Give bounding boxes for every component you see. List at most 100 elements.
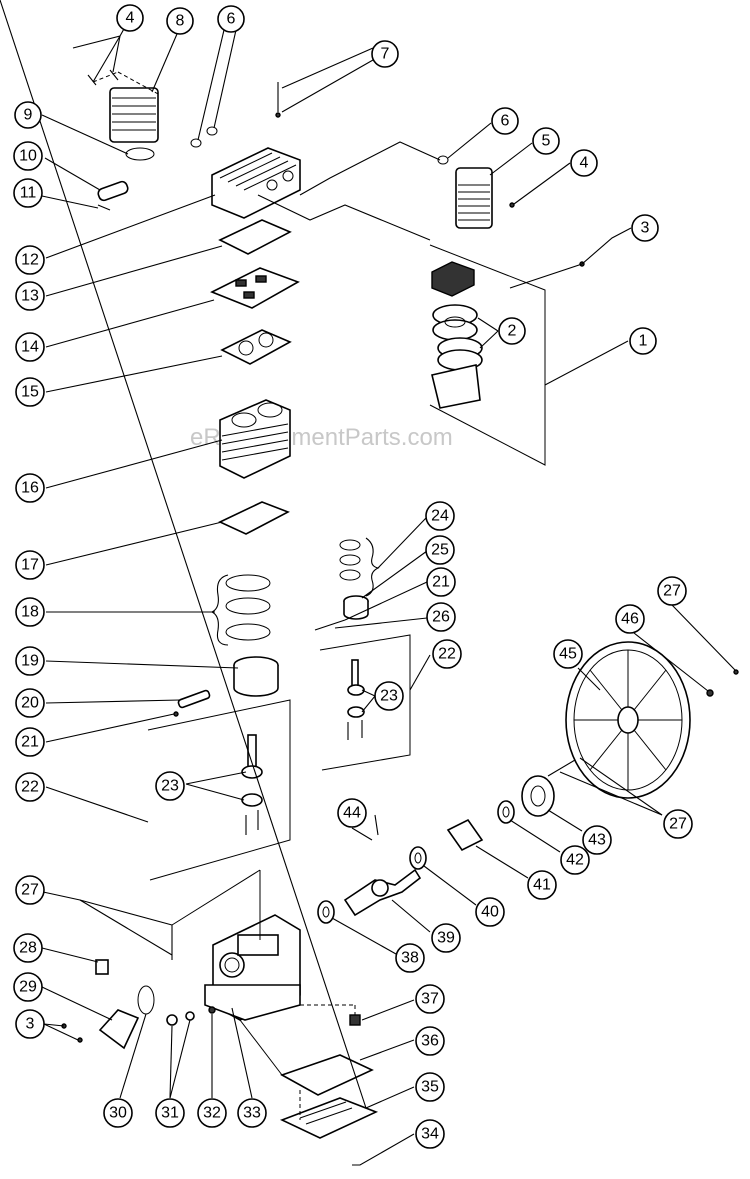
svg-text:22: 22 [21,779,39,796]
svg-text:3: 3 [26,1016,35,1033]
part-37-plug [349,1014,361,1026]
part-25-piston-right [343,595,369,620]
callout-33: 33 [237,1098,267,1128]
part-20-wrist-pin [177,689,211,709]
callout-39: 39 [431,923,461,953]
svg-text:27: 27 [669,816,687,833]
callout-9: 9 [14,101,42,129]
callout-6b: 6 [491,107,519,135]
part-23-connecting-rod-right [347,659,365,740]
callout-35: 35 [415,1072,445,1102]
svg-text:6: 6 [227,11,236,28]
callout-32: 32 [197,1098,227,1128]
svg-text:26: 26 [432,609,450,626]
part-9-oring [125,147,155,161]
callout-40: 40 [475,897,505,927]
part-23-connecting-rod-left [241,734,263,835]
svg-text:2: 2 [508,323,517,340]
svg-text:4: 4 [580,155,589,172]
part-45-flywheel [565,641,691,799]
part-13-gasket [218,219,292,255]
callout-23: 23 [155,771,185,801]
callout-36: 36 [415,1026,445,1056]
svg-text:4: 4 [126,10,135,27]
callout-44: 44 [337,798,367,828]
svg-text:35: 35 [421,1079,439,1096]
part-1-air-filter-assembly [431,261,483,409]
svg-text:29: 29 [19,979,37,996]
svg-text:3: 3 [641,220,650,237]
svg-text:27: 27 [663,583,681,600]
svg-text:37: 37 [421,991,439,1008]
svg-text:17: 17 [21,557,39,574]
svg-text:20: 20 [21,695,39,712]
part-12-cylinder-head [211,147,301,219]
svg-text:30: 30 [109,1105,127,1122]
callout-29: 29 [13,972,43,1002]
callout-41: 41 [527,870,557,900]
svg-text:22: 22 [438,646,456,663]
svg-text:39: 39 [437,930,455,947]
part-14-valve-plate [210,267,300,309]
callout-24: 24 [425,501,455,531]
callout-3: 3 [631,214,659,242]
part-40-bearing [409,846,427,870]
callout-15: 15 [15,377,45,407]
callout-19: 19 [15,646,45,676]
callout-38: 38 [395,943,425,973]
part-18-piston-rings [225,574,271,641]
callout-17: 17 [15,550,45,580]
svg-text:9: 9 [24,107,33,124]
svg-text:14: 14 [21,339,39,356]
part-24-rings-right [339,539,361,581]
part-33-crankcase [204,914,301,1021]
part-1-box [429,244,546,466]
callout-31: 31 [155,1098,185,1128]
svg-text:38: 38 [401,950,419,967]
svg-text:27: 27 [21,882,39,899]
part-39-crankshaft [343,868,422,917]
callout-42: 42 [560,845,590,875]
callout-16: 16 [15,473,45,503]
part-46-washer [706,689,714,697]
callout-12: 12 [15,245,45,275]
svg-text:11: 11 [20,185,37,202]
callout-28: 28 [13,933,43,963]
svg-text:16: 16 [21,480,39,497]
callout-27c: 27 [15,875,45,905]
part-drawings [61,69,739,1139]
svg-text:7: 7 [381,46,390,63]
callout-14: 14 [15,332,45,362]
part-30-gasket [137,985,155,1015]
part-15-gasket [220,329,292,365]
part-17-gasket [218,501,290,535]
svg-text:33: 33 [243,1105,261,1122]
part-35-bottom-plate [279,1097,379,1139]
callout-11: 11 [13,178,43,208]
callout-30: 30 [103,1098,133,1128]
svg-text:40: 40 [481,904,499,921]
callout-4b: 4 [570,149,598,177]
svg-text:24: 24 [431,508,449,525]
svg-text:43: 43 [588,832,606,849]
svg-text:41: 41 [533,877,551,894]
svg-text:1: 1 [639,333,648,350]
callout-25: 25 [425,535,455,565]
svg-text:23: 23 [161,778,179,795]
part-31-washer [166,1014,178,1026]
callout-21b: 21 [426,567,456,597]
callout-23b: 23 [374,681,404,711]
callout-22b: 22 [432,639,462,669]
svg-text:13: 13 [21,288,39,305]
callout-3b: 3 [15,1009,45,1039]
part-32-plug [208,1006,216,1014]
svg-text:15: 15 [21,384,39,401]
svg-text:12: 12 [21,252,39,269]
part-22-box-left [147,699,291,881]
callout-46: 46 [615,604,645,634]
callout-bubbles: 4 8 6 7 9 10 11 12 13 14 15 16 17 18 19 … [13,4,693,1149]
part-5-filter [455,167,493,229]
svg-text:25: 25 [431,542,449,559]
part-38-bearing [317,900,335,924]
svg-text:28: 28 [19,940,37,957]
